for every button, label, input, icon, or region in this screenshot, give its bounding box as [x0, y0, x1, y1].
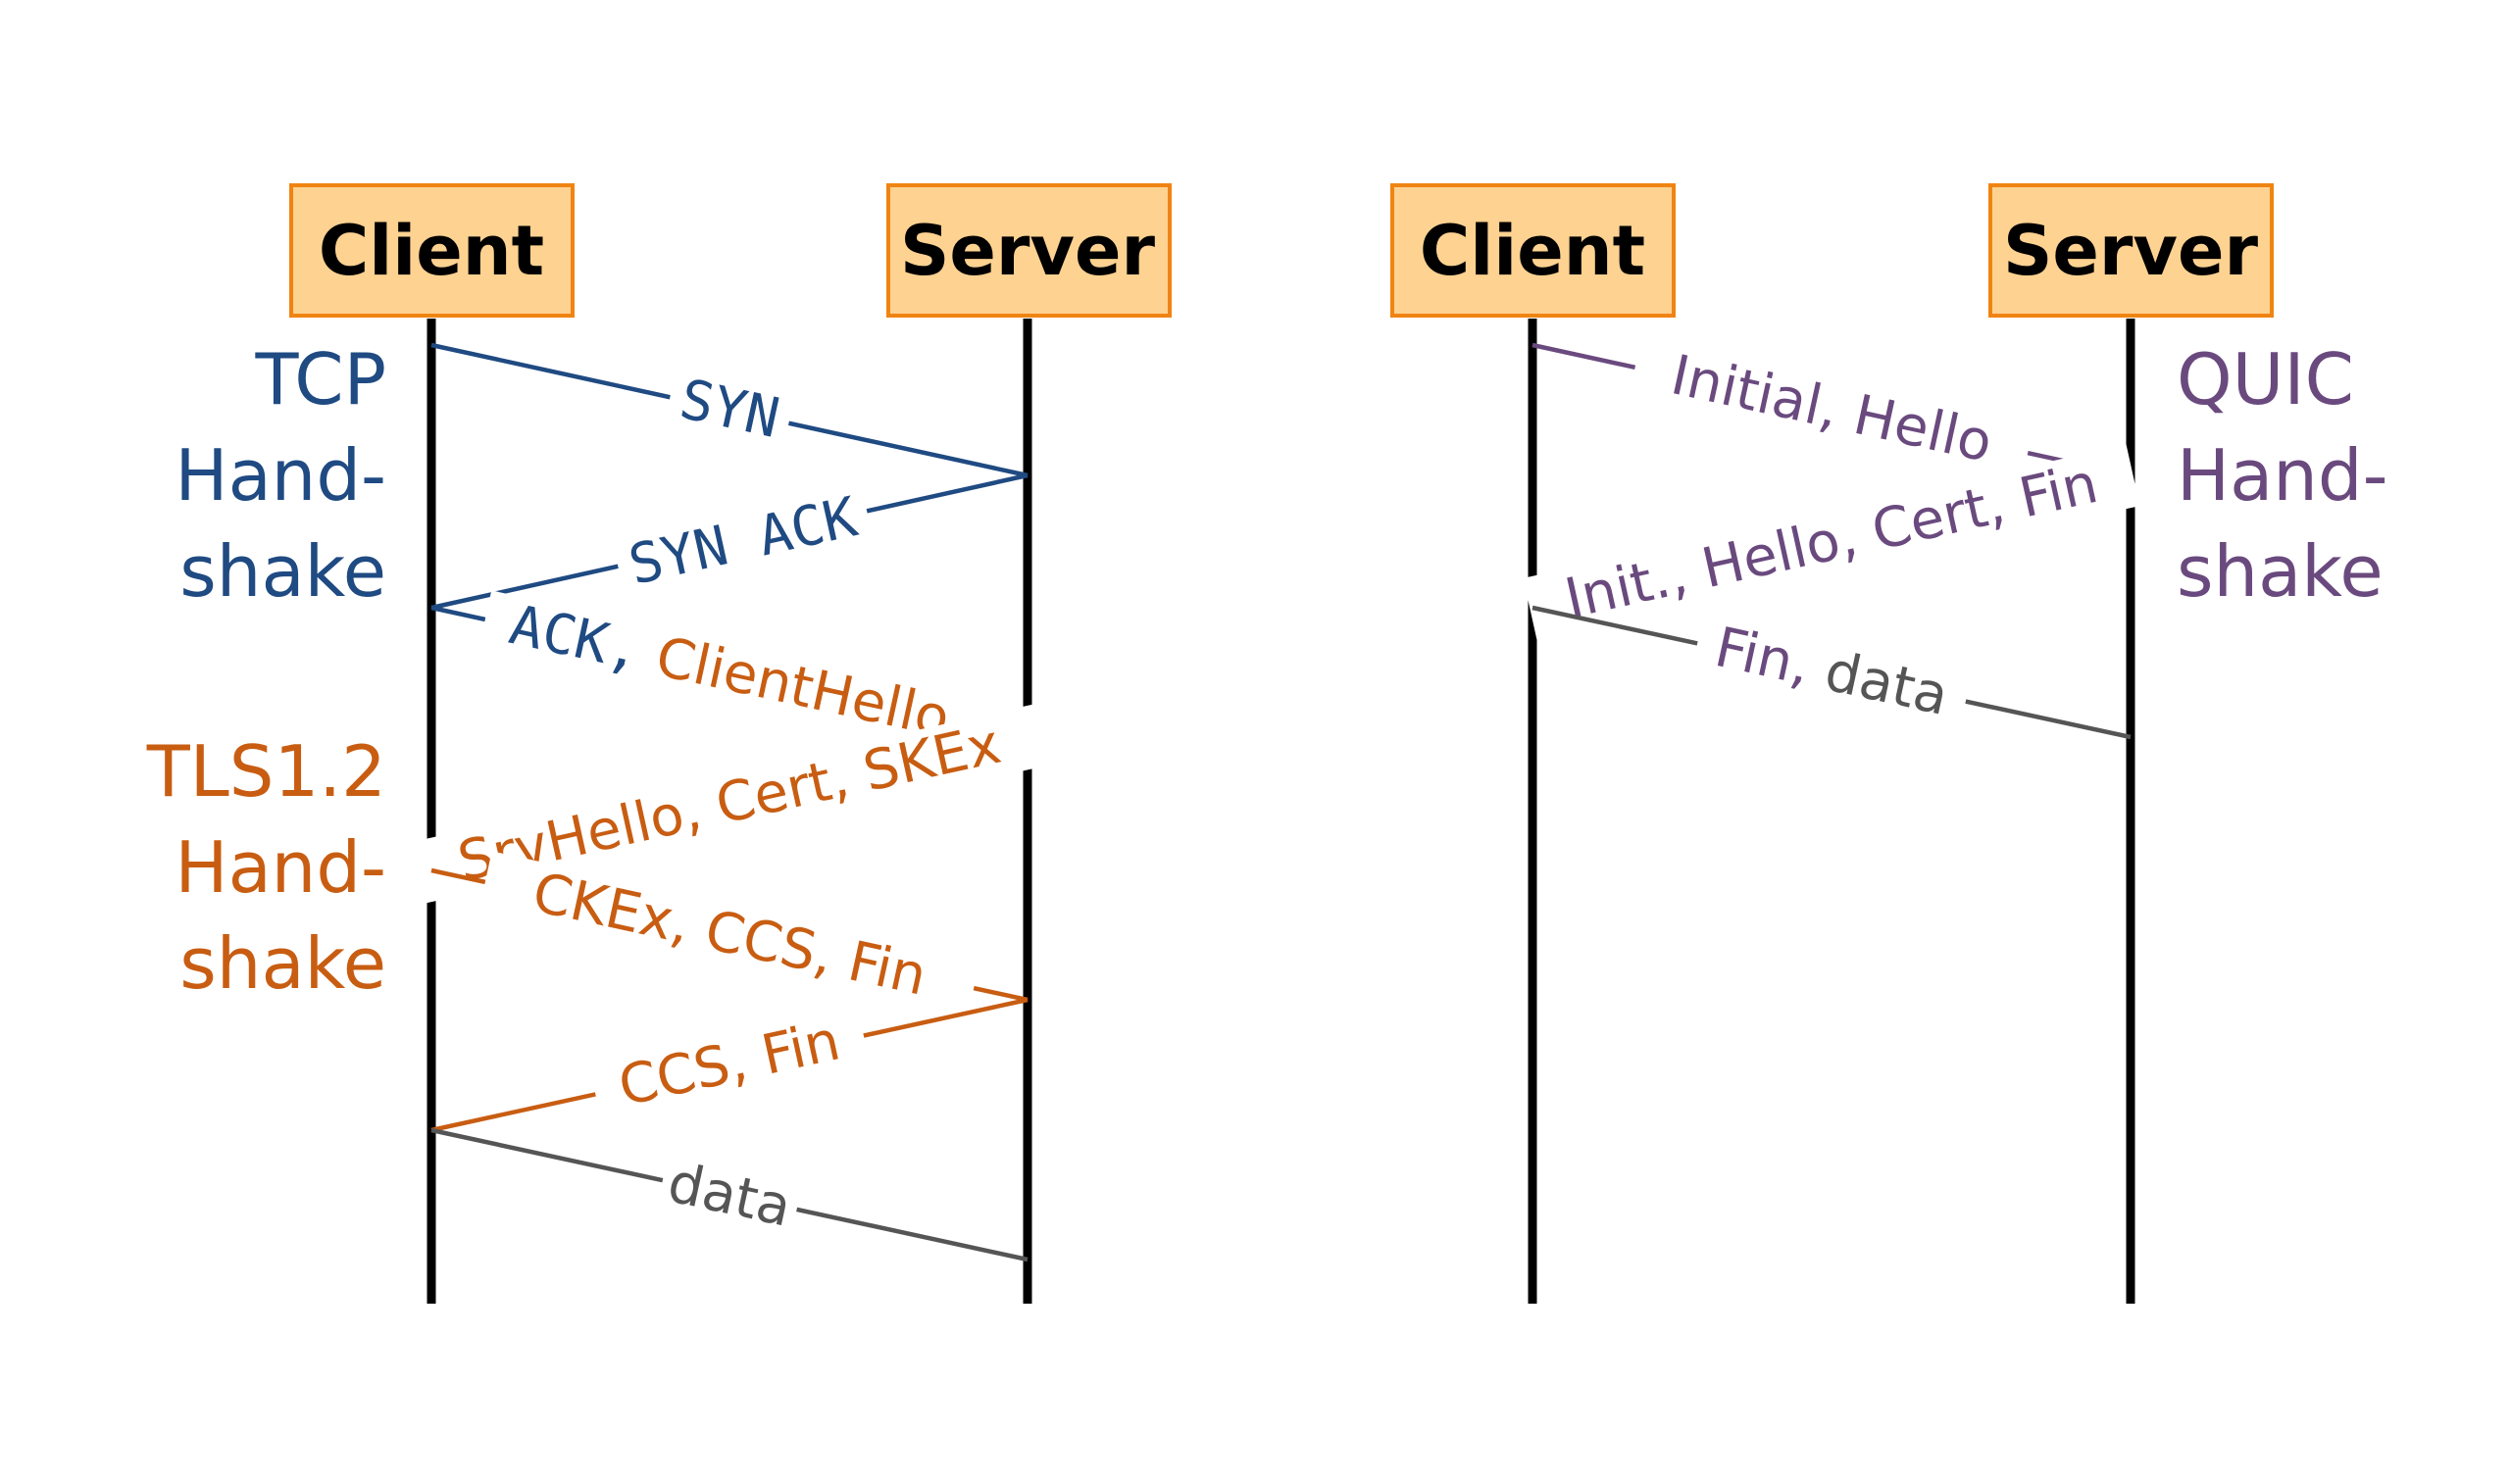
quic-client-entity: Client: [1390, 183, 1676, 318]
ack-clienthello-label: ACK, ClientHello: [504, 593, 955, 751]
tcp-note-line-2: Hand-: [175, 434, 386, 517]
quic-server-label: Server: [2003, 211, 2259, 291]
msg-syn-ack: SYN ACK: [430, 472, 1029, 611]
quic-server-entity: Server: [1988, 183, 2274, 318]
server-entity: Server: [886, 183, 1172, 318]
right-sequence-diagram: Client Server QUIC Hand- shake Initial, …: [1390, 183, 2388, 1304]
msg-data: data: [430, 1127, 1029, 1262]
syn-ack-label: SYN ACK: [624, 485, 864, 598]
server-label: Server: [900, 211, 1156, 291]
tls-handshake-note: TLS1.2 Hand- shake: [146, 730, 386, 1005]
data-label: data: [663, 1151, 797, 1239]
quic-note-line-2: Hand-: [2177, 434, 2388, 517]
quic-note-line-3: shake: [2177, 530, 2384, 613]
msg-ccs-fin: CCS, Fin: [430, 997, 1029, 1133]
msg-ckex: CKEx, CCS, Fin: [430, 851, 1029, 1019]
fin-data-fin-part: Fin,: [1709, 616, 1816, 698]
tcp-handshake-note: TCP Hand- shake: [175, 338, 386, 613]
tls-note-line-3: shake: [179, 922, 386, 1005]
ckex-label: CKEx, CCS, Fin: [527, 861, 932, 1009]
tls-note-line-2: Hand-: [175, 826, 386, 909]
quic-client-label: Client: [1420, 211, 1645, 291]
client-label: Client: [319, 211, 544, 291]
msg-syn: SYN: [430, 342, 1029, 478]
initial-hello-label: Initial, Hello: [1666, 343, 1998, 474]
msg-fin-data: Fin, data: [1531, 605, 2132, 740]
tcp-note-line-1: TCP: [255, 338, 386, 420]
fin-data-label: Fin, data: [1709, 616, 1953, 728]
tls-note-line-1: TLS1.2: [146, 730, 386, 813]
tcp-note-line-3: shake: [179, 530, 386, 613]
syn-label: SYN: [675, 368, 785, 451]
ccs-fin-label: CCS, Fin: [613, 1009, 845, 1118]
fin-data-data-part: data: [1802, 636, 1953, 728]
quic-note-line-1: QUIC: [2177, 338, 2354, 420]
msg-initial-hello: Initial, Hello: [1531, 336, 2132, 483]
init-reply-label: Init., Hello, Cert, Fin: [1560, 452, 2104, 631]
quic-handshake-note: QUIC Hand- shake: [2177, 338, 2388, 613]
left-sequence-diagram: Client Server TCP Hand- shake TLS1.2 Han…: [146, 183, 1172, 1304]
client-entity: Client: [289, 183, 575, 318]
msg-init-reply: Init., Hello, Cert, Fin: [1523, 444, 2140, 640]
ack-prefix: ACK,: [504, 593, 647, 683]
